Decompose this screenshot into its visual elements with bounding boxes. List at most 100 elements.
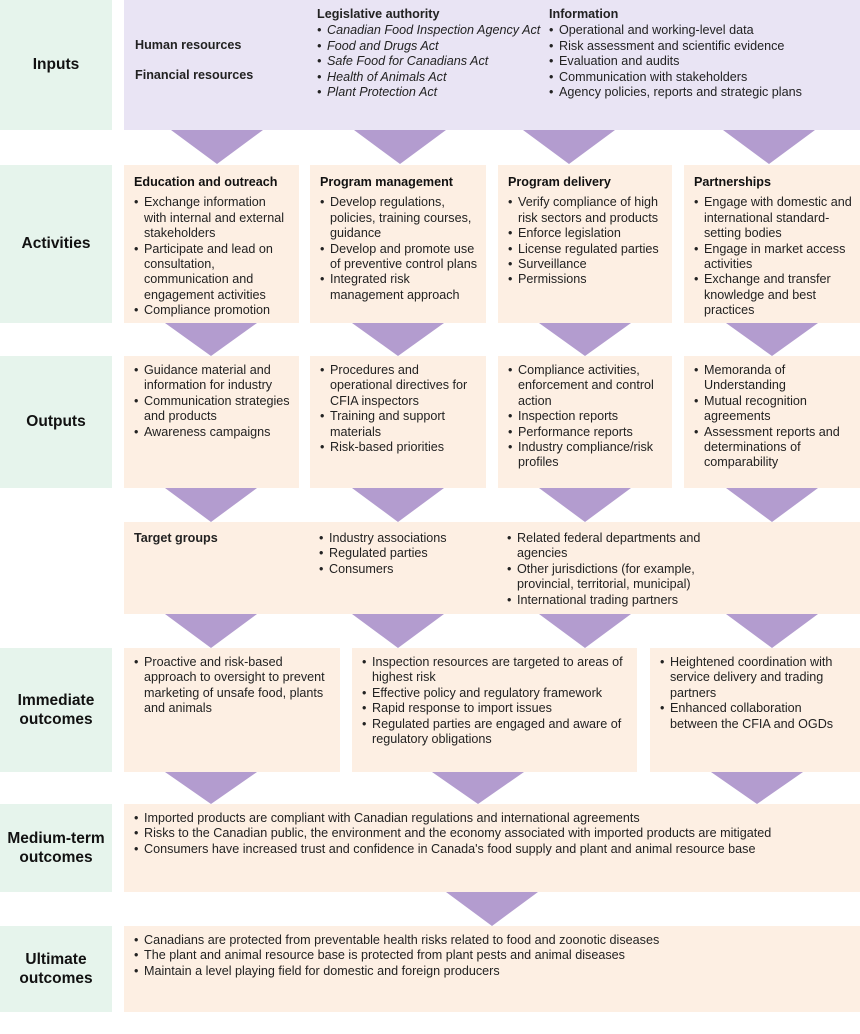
ultimate-outcomes-box: Canadians are protected from preventable…: [124, 926, 860, 1012]
list-item: Inspection resources are targeted to are…: [362, 655, 629, 686]
list-item: Training and support materials: [320, 409, 478, 440]
list-item: Engage in market access activities: [694, 242, 852, 273]
list-item: Risks to the Canadian public, the enviro…: [134, 826, 852, 842]
list-item: Communication strategies and products: [134, 394, 291, 425]
list-item: Mutual recognition agreements: [694, 394, 852, 425]
row-label-ultimate-outcomes: Ultimate outcomes: [0, 926, 112, 1012]
list-item: Health of Animals Act: [317, 70, 547, 86]
financial-resources: Financial resources: [135, 68, 254, 82]
list-item: Food and Drugs Act: [317, 39, 547, 55]
list-item: Integrated risk management approach: [320, 272, 478, 303]
list-item: Inspection reports: [508, 409, 664, 425]
list-item: Other jurisdictions (for example, provin…: [507, 562, 747, 593]
list-item: Develop regulations, policies, training …: [320, 195, 478, 241]
flow-arrow: [446, 892, 538, 926]
list-item: Consumers have increased trust and confi…: [134, 842, 852, 858]
flow-arrow: [354, 130, 446, 164]
flow-arrow: [165, 488, 257, 522]
human-resources: Human resources: [135, 38, 242, 52]
list-item: Awareness campaigns: [134, 425, 291, 441]
output-program-delivery: Compliance activities, enforcement and c…: [498, 356, 672, 488]
legislative-authority-list: Canadian Food Inspection Agency Act Food…: [317, 23, 547, 100]
list-item: Exchange information with internal and e…: [134, 195, 291, 241]
inputs-box: Human resources Financial resources Legi…: [124, 0, 860, 130]
list-item: Imported products are compliant with Can…: [134, 811, 852, 827]
information-list: Operational and working-level data Risk …: [549, 23, 849, 100]
list-item: International trading partners: [507, 593, 747, 609]
flow-arrow: [726, 488, 818, 522]
list-item: Surveillance: [508, 257, 664, 273]
activity-partnerships: Partnerships Engage with domestic and in…: [684, 165, 860, 323]
output-partnerships: Memoranda of Understanding Mutual recogn…: [684, 356, 860, 488]
list-item: Rapid response to import issues: [362, 701, 629, 717]
list-item: Develop and promote use of preventive co…: [320, 242, 478, 273]
list-item: Permissions: [508, 272, 664, 288]
list-item: Risk-based priorities: [320, 440, 478, 456]
flow-arrow: [352, 323, 444, 356]
information: Information Operational and working-leve…: [549, 7, 849, 101]
target-groups-list-2: Related federal departments and agencies…: [507, 531, 747, 608]
list-item: Evaluation and audits: [549, 54, 849, 70]
activity-title: Partnerships: [694, 175, 771, 189]
target-groups-title: Target groups: [134, 531, 218, 545]
list-item: Engage with domestic and international s…: [694, 195, 852, 241]
activity-title: Program delivery: [508, 175, 611, 189]
immediate-outcome-2: Inspection resources are targeted to are…: [352, 648, 637, 772]
flow-arrow: [726, 323, 818, 356]
list-item: Consumers: [319, 562, 499, 578]
output-program-management: Procedures and operational directives fo…: [310, 356, 486, 488]
list-item: Regulated parties are engaged and aware …: [362, 717, 629, 748]
flow-arrow: [523, 130, 615, 164]
row-label-immediate-outcomes: Immediate outcomes: [0, 648, 112, 772]
activity-program-delivery: Program delivery Verify compliance of hi…: [498, 165, 672, 323]
list-item: Plant Protection Act: [317, 85, 547, 101]
list-item: Risk assessment and scientific evidence: [549, 39, 849, 55]
row-label-medium-term-outcomes: Medium-term outcomes: [0, 804, 112, 892]
list-item: Memoranda of Understanding: [694, 363, 852, 394]
list-item: Compliance activities, enforcement and c…: [508, 363, 664, 409]
list-item: Industry associations: [319, 531, 499, 547]
list-item: Verify compliance of high risk sectors a…: [508, 195, 664, 226]
target-groups-list-1: Industry associations Regulated parties …: [319, 531, 499, 578]
flow-arrow: [432, 772, 524, 804]
activity-education-outreach: Education and outreach Exchange informat…: [124, 165, 299, 323]
medium-term-outcomes-box: Imported products are compliant with Can…: [124, 804, 860, 892]
activity-program-management: Program management Develop regulations, …: [310, 165, 486, 323]
list-item: Communication with stakeholders: [549, 70, 849, 86]
list-item: Guidance material and information for in…: [134, 363, 291, 394]
list-item: Procedures and operational directives fo…: [320, 363, 478, 409]
flow-arrow: [723, 130, 815, 164]
flow-arrow: [165, 772, 257, 804]
list-item: Operational and working-level data: [549, 23, 849, 39]
list-item: Participate and lead on consultation, co…: [134, 242, 291, 304]
flow-arrow: [539, 614, 631, 648]
list-item: Maintain a level playing field for domes…: [134, 964, 852, 980]
flow-arrow: [539, 323, 631, 356]
flow-arrow: [726, 614, 818, 648]
activity-title: Education and outreach: [134, 175, 278, 189]
list-item: Canadian Food Inspection Agency Act: [317, 23, 547, 39]
immediate-outcome-3: Heightened coordination with service del…: [650, 648, 860, 772]
list-item: Enforce legislation: [508, 226, 664, 242]
list-item: Canadians are protected from preventable…: [134, 933, 852, 949]
row-label-activities: Activities: [0, 165, 112, 323]
list-item: Industry compliance/risk profiles: [508, 440, 664, 471]
list-item: Performance reports: [508, 425, 664, 441]
flow-arrow: [539, 488, 631, 522]
information-title: Information: [549, 7, 619, 21]
row-label-outputs: Outputs: [0, 356, 112, 488]
row-label-inputs: Inputs: [0, 0, 112, 130]
list-item: License regulated parties: [508, 242, 664, 258]
activity-title: Program management: [320, 175, 453, 189]
list-item: Assessment reports and determinations of…: [694, 425, 852, 471]
list-item: Proactive and risk-based approach to ove…: [134, 655, 332, 717]
immediate-outcome-1: Proactive and risk-based approach to ove…: [124, 648, 340, 772]
list-item: Agency policies, reports and strategic p…: [549, 85, 849, 101]
legislative-authority-title: Legislative authority: [317, 7, 440, 21]
flow-arrow: [171, 130, 263, 164]
list-item: The plant and animal resource base is pr…: [134, 948, 852, 964]
flow-arrow: [352, 614, 444, 648]
list-item: Regulated parties: [319, 546, 499, 562]
flow-arrow: [352, 488, 444, 522]
list-item: Heightened coordination with service del…: [660, 655, 852, 701]
